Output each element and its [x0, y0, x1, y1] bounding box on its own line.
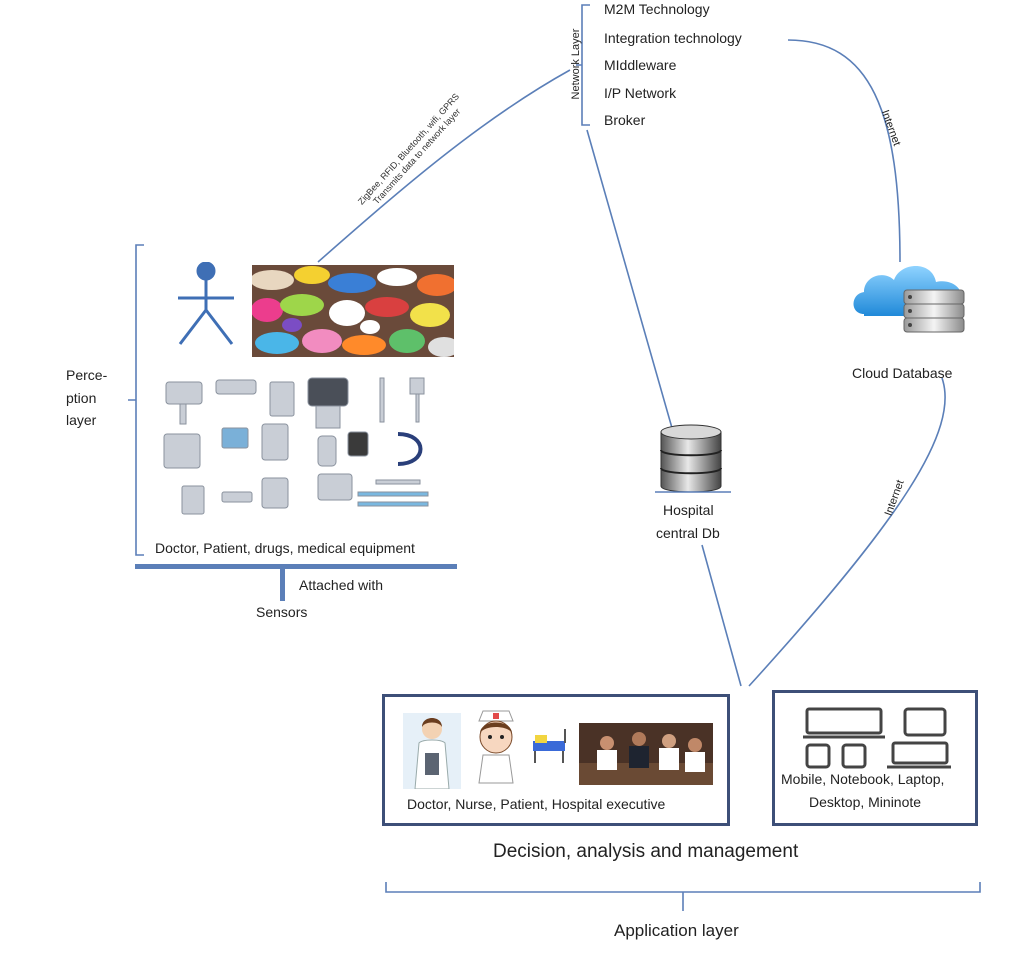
perception-label-line1: Perce- — [66, 367, 108, 383]
people-box: Doctor, Nurse, Patient, Hospital executi… — [382, 694, 730, 826]
person-icon — [178, 262, 234, 345]
perception-label-line3: layer — [66, 412, 97, 428]
perception-caption: Doctor, Patient, drugs, medical equipmen… — [155, 540, 415, 556]
perception-to-network-line — [317, 69, 571, 263]
medical-equipment-image — [158, 374, 440, 520]
devices-box: Mobile, Notebook, Laptop, Desktop, Minin… — [772, 690, 978, 826]
hospital-db-icon — [655, 424, 731, 493]
devices-caption-line1: Mobile, Notebook, Laptop, — [781, 771, 945, 787]
perception-bar-stem — [280, 569, 285, 601]
application-layer-label: Application layer — [614, 921, 739, 940]
devices-caption-line2: Desktop, Mininote — [809, 794, 922, 810]
network-item-ip-network: I/P Network — [604, 85, 677, 101]
network-to-hospital-line — [586, 129, 673, 429]
sensors-label: Sensors — [256, 604, 308, 620]
cloud-to-application-line — [748, 377, 946, 687]
doctor-image — [403, 713, 461, 789]
devices-icons — [803, 707, 951, 769]
network-bracket — [576, 4, 590, 126]
nurse-image — [478, 710, 514, 784]
people-caption: Doctor, Nurse, Patient, Hospital executi… — [407, 796, 666, 812]
network-item-broker: Broker — [604, 112, 646, 128]
cloud-database-icon — [853, 266, 965, 333]
network-item-m2m: M2M Technology — [604, 1, 710, 17]
decision-label: Decision, analysis and management — [493, 841, 799, 862]
network-item-integration: Integration technology — [604, 30, 742, 46]
perception-bar — [135, 564, 457, 569]
cloud-database-label: Cloud Database — [852, 365, 953, 381]
perception-brace — [128, 244, 144, 556]
hospital-db-label-line2: central Db — [656, 525, 720, 541]
network-layer-title: Network Layer — [570, 28, 582, 100]
patient-image — [533, 729, 566, 763]
hospital-to-application-line — [701, 544, 742, 687]
application-brace — [385, 882, 981, 911]
network-to-cloud-line — [787, 39, 901, 263]
hospital-db-label-line1: Hospital — [663, 502, 714, 518]
attached-with-label: Attached with — [299, 577, 384, 593]
network-item-middleware: MIddleware — [604, 57, 677, 73]
hospital-executive-image — [579, 723, 713, 785]
drugs-image — [252, 265, 454, 357]
perception-label-line2: ption — [66, 390, 97, 406]
